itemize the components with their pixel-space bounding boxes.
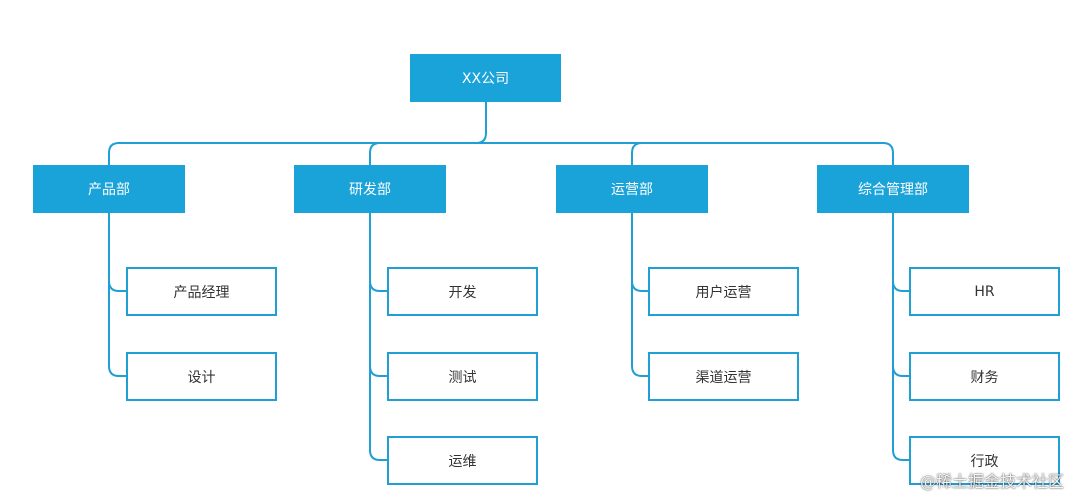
root-label: XX公司: [461, 71, 510, 87]
role-node: 测试: [387, 352, 538, 401]
department-0-connector: [108, 142, 120, 166]
role-node: 用户运营: [648, 267, 799, 316]
department-2-child-1-connector: [631, 280, 649, 377]
role-label: 财务: [970, 369, 999, 386]
root-node: XX公司: [410, 54, 561, 102]
department-0-child-0-connector: [108, 212, 127, 292]
role-node: 开发: [387, 267, 538, 316]
department-3-child-2-connector: [892, 365, 910, 461]
department-node-product: 产品部: [33, 165, 185, 213]
role-node: 设计: [126, 352, 277, 401]
role-label: 用户运营: [695, 284, 752, 301]
role-node: 财务: [909, 352, 1060, 401]
department-3-connector: [882, 142, 894, 166]
department-2-connector: [631, 142, 643, 166]
department-3-child-0-connector: [892, 212, 910, 292]
role-label: 产品经理: [173, 284, 230, 301]
department-label: 研发部: [349, 182, 391, 198]
role-label: 渠道运营: [695, 369, 752, 386]
role-label: HR: [974, 283, 995, 300]
role-label: 设计: [187, 369, 216, 386]
root-connector: [475, 101, 487, 144]
role-label: 运维: [448, 453, 477, 470]
department-node-operations: 运营部: [556, 165, 708, 213]
role-label: 开发: [448, 284, 477, 301]
role-node: 产品经理: [126, 267, 277, 316]
department-node-rnd: 研发部: [294, 165, 446, 213]
department-label: 运营部: [611, 182, 653, 198]
role-node: 渠道运营: [648, 352, 799, 401]
role-label: 测试: [448, 369, 477, 386]
department-label: 综合管理部: [858, 182, 928, 198]
department-0-child-1-connector: [108, 280, 127, 377]
department-1-child-1-connector: [369, 280, 388, 377]
role-label: 行政: [970, 453, 999, 470]
department-3-child-1-connector: [892, 280, 910, 377]
role-node: 运维: [387, 436, 538, 485]
role-node: HR: [909, 267, 1060, 316]
watermark-text: @稀土掘金技术社区: [920, 472, 1065, 491]
department-2-child-0-connector: [631, 212, 649, 292]
department-1-connector: [369, 142, 381, 166]
department-node-general-management: 综合管理部: [817, 165, 969, 213]
role-node: 行政: [909, 436, 1060, 485]
department-label: 产品部: [88, 182, 130, 198]
department-1-child-2-connector: [369, 365, 388, 461]
department-1-child-0-connector: [369, 212, 388, 292]
